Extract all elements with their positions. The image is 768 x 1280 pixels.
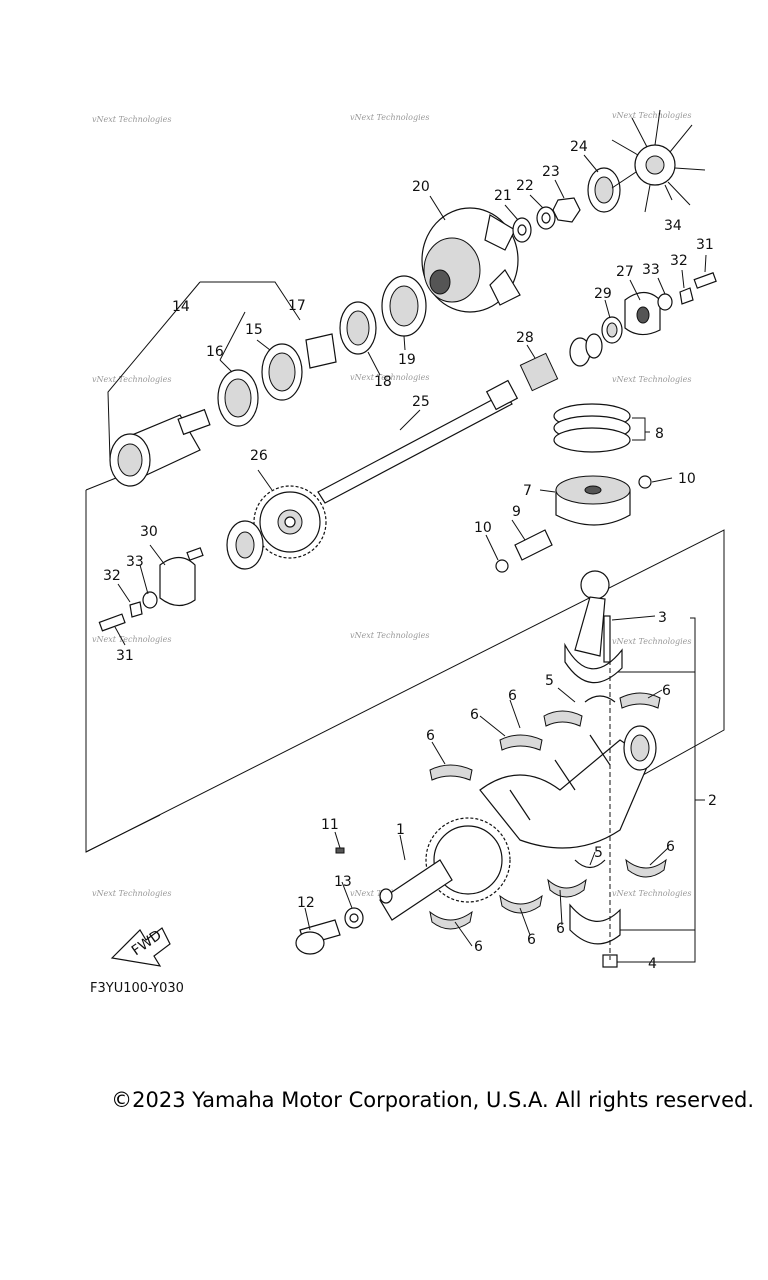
shaft-25 bbox=[317, 379, 519, 504]
callout-33: 33 bbox=[642, 262, 660, 278]
watermark: vNext Technologies bbox=[350, 113, 429, 122]
callout-24: 24 bbox=[570, 139, 588, 155]
callout-6: 6 bbox=[662, 683, 671, 699]
coupling-hub-20 bbox=[421, 207, 521, 313]
watermark: vNext Technologies bbox=[350, 373, 429, 382]
watermark: vNext Technologies bbox=[612, 111, 691, 120]
callout-31: 31 bbox=[116, 648, 134, 664]
needle-bearing-28 bbox=[519, 352, 559, 392]
callout-6: 6 bbox=[527, 932, 536, 948]
callout-34: 34 bbox=[664, 218, 682, 234]
rod-bolts-3-4 bbox=[569, 903, 621, 968]
callout-4: 4 bbox=[648, 956, 657, 972]
callout-11: 11 bbox=[321, 817, 339, 833]
piston-assembly-7-10 bbox=[495, 403, 652, 573]
callout-6: 6 bbox=[556, 921, 565, 937]
diagram-part-code: F3YU100-Y030 bbox=[90, 981, 184, 996]
front-bolt-11-13 bbox=[295, 847, 393, 955]
callout-30: 30 bbox=[140, 524, 158, 540]
watermark: vNext Technologies bbox=[350, 631, 429, 640]
watermark: vNext Technologies bbox=[92, 115, 171, 124]
callout-5: 5 bbox=[594, 845, 603, 861]
callout-25: 25 bbox=[412, 394, 430, 410]
callout-15: 15 bbox=[245, 322, 263, 338]
callout-23: 23 bbox=[542, 164, 560, 180]
callout-10: 10 bbox=[474, 520, 492, 536]
callout-20: 20 bbox=[412, 179, 430, 195]
copyright-notice: ©2023 Yamaha Motor Corporation, U.S.A. A… bbox=[111, 1088, 754, 1112]
group-frame-lines bbox=[85, 281, 725, 963]
callout-6: 6 bbox=[470, 707, 479, 723]
callout-22: 22 bbox=[516, 178, 534, 194]
callout-10: 10 bbox=[678, 471, 696, 487]
exploded-parts-diagram: vNext Technologies vNext Technologies vN… bbox=[85, 109, 725, 996]
callout-7: 7 bbox=[523, 483, 532, 499]
callout-6: 6 bbox=[666, 839, 675, 855]
fwd-arrow-icon: FWD bbox=[110, 927, 171, 967]
callout-21: 21 bbox=[494, 188, 512, 204]
watermark: vNext Technologies bbox=[612, 375, 691, 384]
callout-6: 6 bbox=[426, 728, 435, 744]
connecting-rod bbox=[564, 570, 623, 684]
callout-33: 33 bbox=[126, 554, 144, 570]
callout-28: 28 bbox=[516, 330, 534, 346]
washers-21-24 bbox=[512, 167, 621, 243]
callout-3: 3 bbox=[658, 610, 667, 626]
callout-8: 8 bbox=[655, 426, 664, 442]
callout-13: 13 bbox=[334, 874, 352, 890]
impeller-34 bbox=[611, 109, 706, 213]
callout-27: 27 bbox=[616, 264, 634, 280]
callout-labels: 1 2 3 4 5 5 6 6 6 6 6 6 6 6 7 8 9 10 10 … bbox=[103, 139, 717, 972]
watermark: vNext Technologies bbox=[92, 635, 171, 644]
callout-9: 9 bbox=[512, 504, 521, 520]
watermark: vNext Technologies bbox=[612, 889, 691, 898]
callout-19: 19 bbox=[398, 352, 416, 368]
balancer-30-33 bbox=[98, 520, 264, 632]
callout-5: 5 bbox=[545, 673, 554, 689]
callout-16: 16 bbox=[206, 344, 224, 360]
drive-coupling-14 bbox=[109, 408, 211, 487]
callout-6: 6 bbox=[508, 688, 517, 704]
leader-lines bbox=[114, 154, 707, 963]
bearings-seals-15-19 bbox=[217, 275, 427, 427]
callout-32: 32 bbox=[670, 253, 688, 269]
callout-31: 31 bbox=[696, 237, 714, 253]
callout-14: 14 bbox=[172, 299, 190, 315]
callout-6: 6 bbox=[474, 939, 483, 955]
watermark: vNext Technologies bbox=[612, 637, 691, 646]
callout-2: 2 bbox=[708, 793, 717, 809]
callout-17: 17 bbox=[288, 298, 306, 314]
callout-29: 29 bbox=[594, 286, 612, 302]
callout-12: 12 bbox=[297, 895, 315, 911]
bearing-shells-5-6 bbox=[429, 692, 667, 930]
crankshaft-1 bbox=[379, 725, 657, 921]
gear-assembly-27-33 bbox=[569, 272, 717, 367]
callout-18: 18 bbox=[374, 374, 392, 390]
callout-26: 26 bbox=[250, 448, 268, 464]
callout-32: 32 bbox=[103, 568, 121, 584]
gear-26 bbox=[253, 485, 327, 559]
watermark: vNext Technologies bbox=[92, 375, 171, 384]
watermark: vNext Technologies bbox=[92, 889, 171, 898]
callout-1: 1 bbox=[396, 822, 405, 838]
